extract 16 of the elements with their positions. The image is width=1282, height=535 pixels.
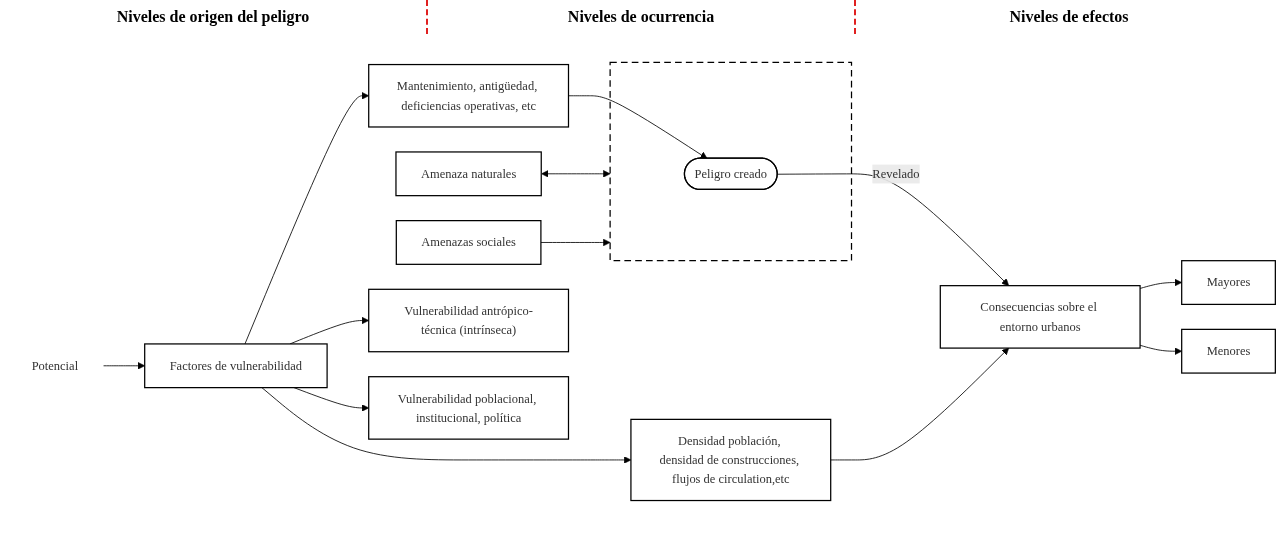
node-box: Densidad población, densidad de construcciones, flujos de circulation,etc	[630, 418, 832, 502]
column-heading: Niveles de efectos	[1009, 8, 1129, 26]
node-text: Potencial	[31, 358, 79, 373]
node-box: Mantenimiento, antigüedad, deficiencias operativas, etc	[368, 63, 570, 128]
column-heading: Niveles de ocurrencia	[567, 8, 715, 26]
column-heading: Niveles de origen del peligro	[116, 8, 310, 26]
node-box: Consecuencias sobre el entorno urbanos	[939, 285, 1141, 349]
node-box: Vulnerabilidad poblacional, institucional, política	[368, 376, 570, 440]
node-box: Menores	[1181, 328, 1276, 374]
node-box: Factores de vulnerabilidad	[144, 343, 328, 389]
node-box: Vulnerabilidad antrópico-técnica (intrínseca)	[368, 288, 570, 353]
node-box: Mayores	[1181, 260, 1276, 305]
edge-label: Revelado	[872, 166, 920, 181]
node-box: Amenaza naturales	[395, 151, 542, 197]
node-box: Amenazas sociales	[395, 220, 542, 265]
cluster	[609, 61, 853, 262]
